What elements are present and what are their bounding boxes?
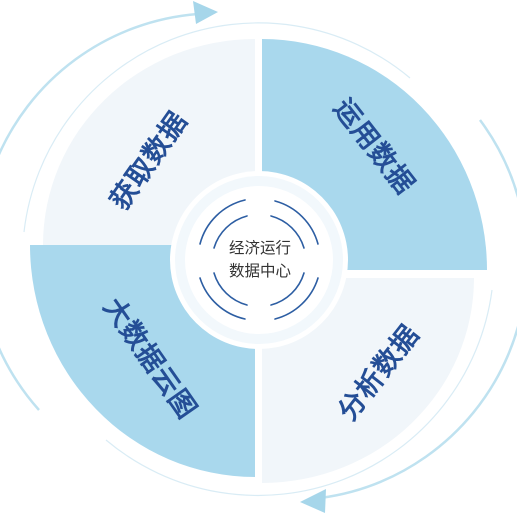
cycle-arrow-outer-top [0,12,199,411]
center-title-line2: 数据中心 [229,262,291,280]
cycle-ring-inner-top [23,22,411,233]
center-disc-core [185,186,333,334]
cycle-arrowhead-top-icon [193,1,218,24]
cycle-arrowhead-bottom-icon [300,489,326,513]
cycle-ring-inner-bottom [105,289,493,497]
quadrant-bottom-right [262,278,474,483]
cycle-arrow-outer-bottom [319,119,517,500]
center-ring [199,199,319,320]
center-title-line1: 经济运行 [229,239,291,257]
